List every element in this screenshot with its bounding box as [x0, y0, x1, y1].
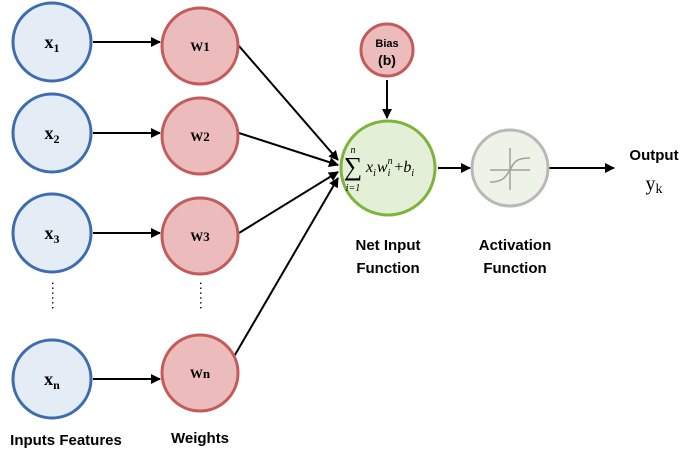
weight-wn-label: Wn: [190, 366, 211, 381]
input-node-x2: x2: [11, 92, 93, 174]
inputs-features-label: Inputs Features: [10, 432, 122, 449]
activation-label-line1: Activation: [479, 237, 552, 254]
input-xn-label: x: [44, 369, 53, 389]
weight-to-sum-arrows: [231, 45, 339, 361]
weight-node-w2: W2: [160, 96, 240, 176]
weight-node-w3: W3: [160, 196, 240, 276]
summation-lower-limit: i=1: [346, 183, 361, 194]
summation-symbol: ∑: [344, 152, 363, 181]
output-symbol: yk: [646, 173, 663, 197]
weight-node-wn: Wn: [160, 333, 240, 413]
input-node-x1: x1: [11, 1, 93, 83]
input-to-weight-arrows: [93, 37, 161, 384]
input-x1-subscript: 1: [54, 41, 60, 55]
input-x2-label: x: [45, 123, 54, 143]
net-input-label-line1: Net Input: [356, 237, 421, 254]
activation-label-line2: Function: [483, 260, 546, 277]
input-x2-subscript: 2: [54, 132, 60, 146]
arrow-w2-sum: [238, 132, 339, 167]
svg-text:x2: x2: [45, 123, 60, 146]
summation-upper-limit: n: [351, 145, 356, 156]
svg-text:xn: xn: [44, 369, 60, 392]
arrow-w3-sum: [238, 171, 339, 234]
input-node-xn: xn: [11, 338, 93, 420]
arrow-w1-sum: [238, 45, 339, 161]
input-xn-subscript: n: [53, 378, 60, 392]
activation-curve-icon: [489, 148, 531, 190]
arrow-wn-sum: [231, 177, 339, 361]
output-title: Output: [629, 147, 678, 164]
svg-text:x1: x1: [45, 32, 60, 55]
bias-symbol: (b): [378, 52, 396, 68]
inputs-ellipsis: ......: [49, 281, 65, 310]
weights-label: Weights: [171, 430, 229, 447]
weight-w3-label: W3: [190, 229, 210, 244]
svg-text:x3: x3: [45, 223, 60, 246]
weight-w2-label: W2: [190, 129, 210, 144]
weights-ellipsis: ......: [197, 281, 213, 310]
input-node-x3: x3: [11, 192, 93, 274]
activation-node: [470, 128, 550, 208]
input-x3-subscript: 3: [54, 232, 60, 246]
input-x1-label: x: [45, 32, 54, 52]
input-x3-label: x: [45, 223, 54, 243]
bias-node: Bias (b): [359, 22, 415, 78]
weight-node-w1: W1: [160, 6, 240, 86]
net-input-label-line2: Function: [356, 260, 419, 277]
weight-w1-label: W1: [190, 39, 210, 54]
bias-label: Bias: [375, 38, 398, 50]
